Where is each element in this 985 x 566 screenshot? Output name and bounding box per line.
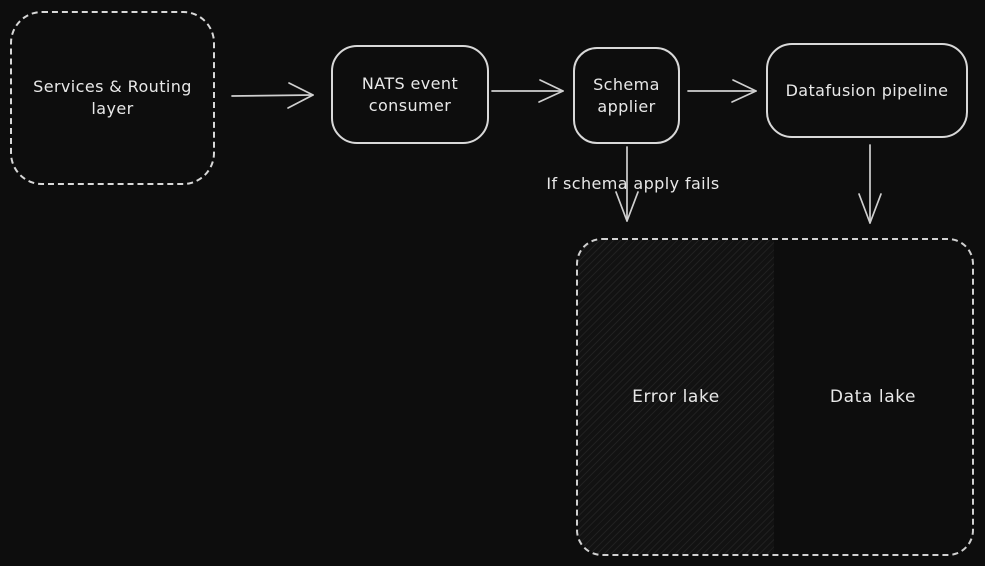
node-schema-applier: Schema applier: [573, 47, 680, 144]
node-label: Services & Routing layer: [33, 77, 192, 118]
node-label: Error lake: [632, 386, 720, 407]
node-lake-container: Error lake Data lake: [576, 238, 974, 556]
arrow-datafusion-to-data-lake: [858, 144, 882, 224]
edge-label-schema-fail: If schema apply fails: [546, 174, 720, 193]
node-label: NATS event consumer: [361, 73, 459, 115]
node-services-routing-layer: Services & Routing layer: [10, 11, 215, 185]
arrow-services-to-nats: [231, 82, 314, 109]
node-label: Schema applier: [593, 74, 660, 116]
node-datafusion-pipeline: Datafusion pipeline: [766, 43, 968, 138]
node-label: Data lake: [829, 386, 917, 407]
arrow-schema-to-datafusion: [687, 79, 757, 103]
arrow-nats-to-schema: [491, 79, 564, 103]
node-label: Datafusion pipeline: [785, 80, 949, 100]
node-nats-event-consumer: NATS event consumer: [331, 45, 489, 144]
region-data-lake: Data lake: [774, 240, 972, 554]
region-error-lake: Error lake: [578, 240, 774, 554]
